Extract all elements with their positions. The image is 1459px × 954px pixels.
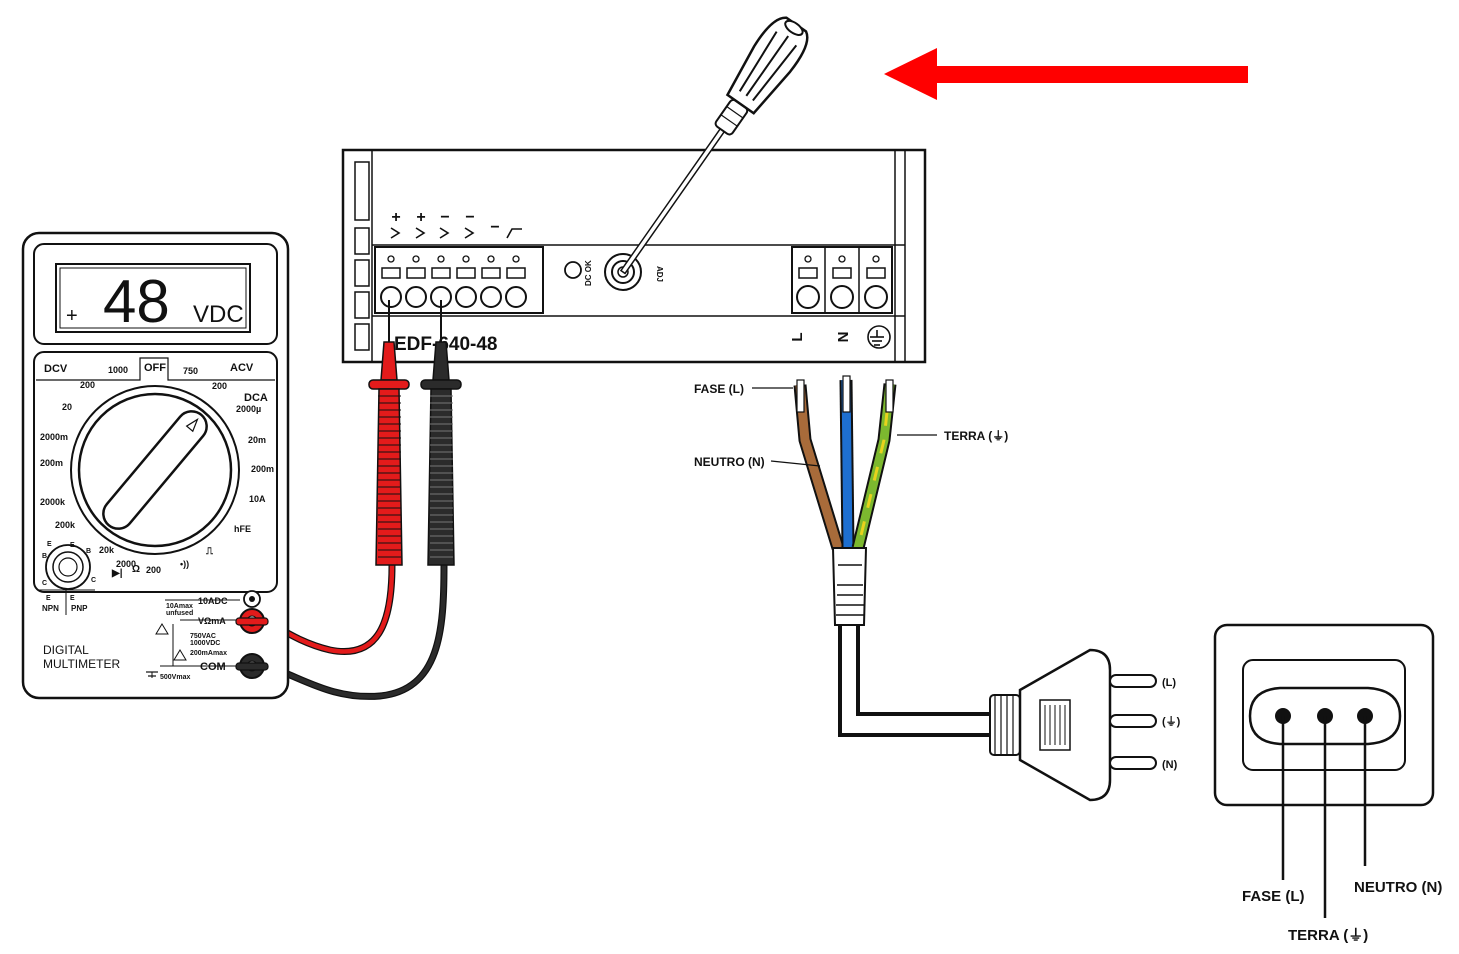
output-terminals <box>380 255 527 308</box>
ohm-icon: Ω <box>132 564 140 575</box>
brand-line-2: MULTIMETER <box>43 657 120 671</box>
pin-b-2: B <box>86 548 91 555</box>
dial-label-9: 2000 <box>116 559 136 569</box>
section-dcv: DCV <box>44 363 68 375</box>
dial-label-8: 20k <box>99 545 115 555</box>
jack-com-label: COM <box>200 661 226 673</box>
input-terminal-1[interactable] <box>796 255 820 309</box>
display-sign: + <box>66 305 78 327</box>
cable-terra-label: TERRA (⏚) <box>944 429 1008 443</box>
socket-terra-label: TERRA (⏚) <box>1288 927 1368 944</box>
terminal-sign-2: + <box>416 209 425 226</box>
input-terminal-2[interactable] <box>830 255 854 309</box>
dc-ok-label: DC OK <box>584 260 593 286</box>
jack-750vac-label: 750VAC <box>190 633 216 640</box>
jack-1000vdc-label: 1000VDC <box>190 640 220 647</box>
npn-label: NPN <box>42 604 59 613</box>
black-probe <box>420 300 462 566</box>
dial-label-6: 2000k <box>40 497 66 507</box>
jack-500v-label: 500Vmax <box>160 674 190 681</box>
pin-e-4: E <box>70 595 75 602</box>
output-terminal-3[interactable] <box>430 255 452 308</box>
terminal-sign-4: − <box>465 209 474 226</box>
output-terminal-1[interactable] <box>380 255 402 308</box>
cable-fase-label: FASE (L) <box>694 382 744 396</box>
input-label-l: L <box>789 332 806 341</box>
section-off: OFF <box>144 362 166 374</box>
output-terminal-6[interactable] <box>505 255 527 308</box>
dial-label-11: 750 <box>183 366 198 376</box>
section-dca: DCA <box>244 392 268 404</box>
jack-10a[interactable] <box>243 590 261 608</box>
terminal-sign-3: − <box>440 209 449 226</box>
dial-label-13: 2000µ <box>236 404 261 414</box>
terminal-sign-5: − <box>490 219 499 236</box>
pin-b-1: B <box>42 553 47 560</box>
display-value: 48 <box>103 268 170 335</box>
power-cable <box>793 375 1000 737</box>
socket-fase-label: FASE (L) <box>1242 888 1305 905</box>
pin-e-2: E <box>46 595 51 602</box>
wall-socket <box>1213 623 1435 918</box>
diode-icon: ▶| <box>111 568 123 579</box>
continuity-icon: •)) <box>180 559 189 569</box>
probe-leads <box>264 564 448 700</box>
dial-label-4: 2000m <box>40 432 68 442</box>
dial-label-3: 20 <box>62 402 72 412</box>
output-terminal-2[interactable] <box>405 255 427 308</box>
hfe-socket[interactable] <box>45 544 91 590</box>
brand-line-1: DIGITAL <box>43 643 89 657</box>
pin-e-3: E <box>70 542 75 549</box>
ground-symbol-icon <box>867 325 891 349</box>
square-wave-icon: ⎍ <box>205 546 214 557</box>
rotary-dial[interactable] <box>70 385 240 555</box>
plug <box>989 648 1157 802</box>
section-acv: ACV <box>230 362 254 374</box>
red-arrow <box>884 48 1248 100</box>
jack-block <box>146 599 240 678</box>
pin-c-1: C <box>42 580 47 587</box>
dial-label-10: 200 <box>146 565 161 575</box>
input-terminal-3[interactable] <box>864 255 888 309</box>
terminal-sign-1: + <box>391 209 400 226</box>
jack-unfused-label: unfused <box>166 610 193 617</box>
dial-label-12: 200 <box>212 381 227 391</box>
plug-pin-l: (L) <box>1162 677 1176 689</box>
pin-e-1: E <box>47 541 52 548</box>
plug-pin-n: (N) <box>1162 759 1178 771</box>
dial-label-14: 20m <box>248 435 266 445</box>
dial-label-15: 200m <box>251 464 274 474</box>
jack-vohm-label: VΩmA <box>198 616 226 626</box>
pin-c-2: C <box>91 577 96 584</box>
input-terminals <box>796 247 888 313</box>
display-unit: VDC <box>193 301 244 328</box>
dc-ok-led <box>564 261 582 279</box>
jack-10adc-label: 10ADC <box>198 596 228 606</box>
jack-10amax-label: 10Amax <box>166 603 193 610</box>
adj-label: ADJ <box>655 266 664 282</box>
socket-neutro-label: NEUTRO (N) <box>1354 879 1442 896</box>
output-terminal-4[interactable] <box>455 255 477 308</box>
dial-label-17: hFE <box>234 524 251 534</box>
pnp-label: PNP <box>71 604 88 613</box>
plug-pin-ground: (⏚) <box>1162 715 1181 728</box>
dial-label-16: 10A <box>249 494 266 504</box>
red-probe <box>368 300 410 566</box>
jack-200ma-label: 200mAmax <box>190 650 227 657</box>
cable-neutro-label: NEUTRO (N) <box>694 455 765 469</box>
input-label-n: N <box>835 332 852 343</box>
output-terminal-5[interactable] <box>480 255 502 308</box>
screwdriver <box>619 16 809 275</box>
dial-label-7: 200k <box>55 520 76 530</box>
dial-label-5: 200m <box>40 458 63 468</box>
dial-label-2: 200 <box>80 380 95 390</box>
dial-label-1: 1000 <box>108 365 128 375</box>
terminal-vo-symbols <box>390 227 522 239</box>
multimeter: + 48 VDC DCV OFF ACV DCA 1000 200 20 2000m 2… <box>21 231 290 700</box>
